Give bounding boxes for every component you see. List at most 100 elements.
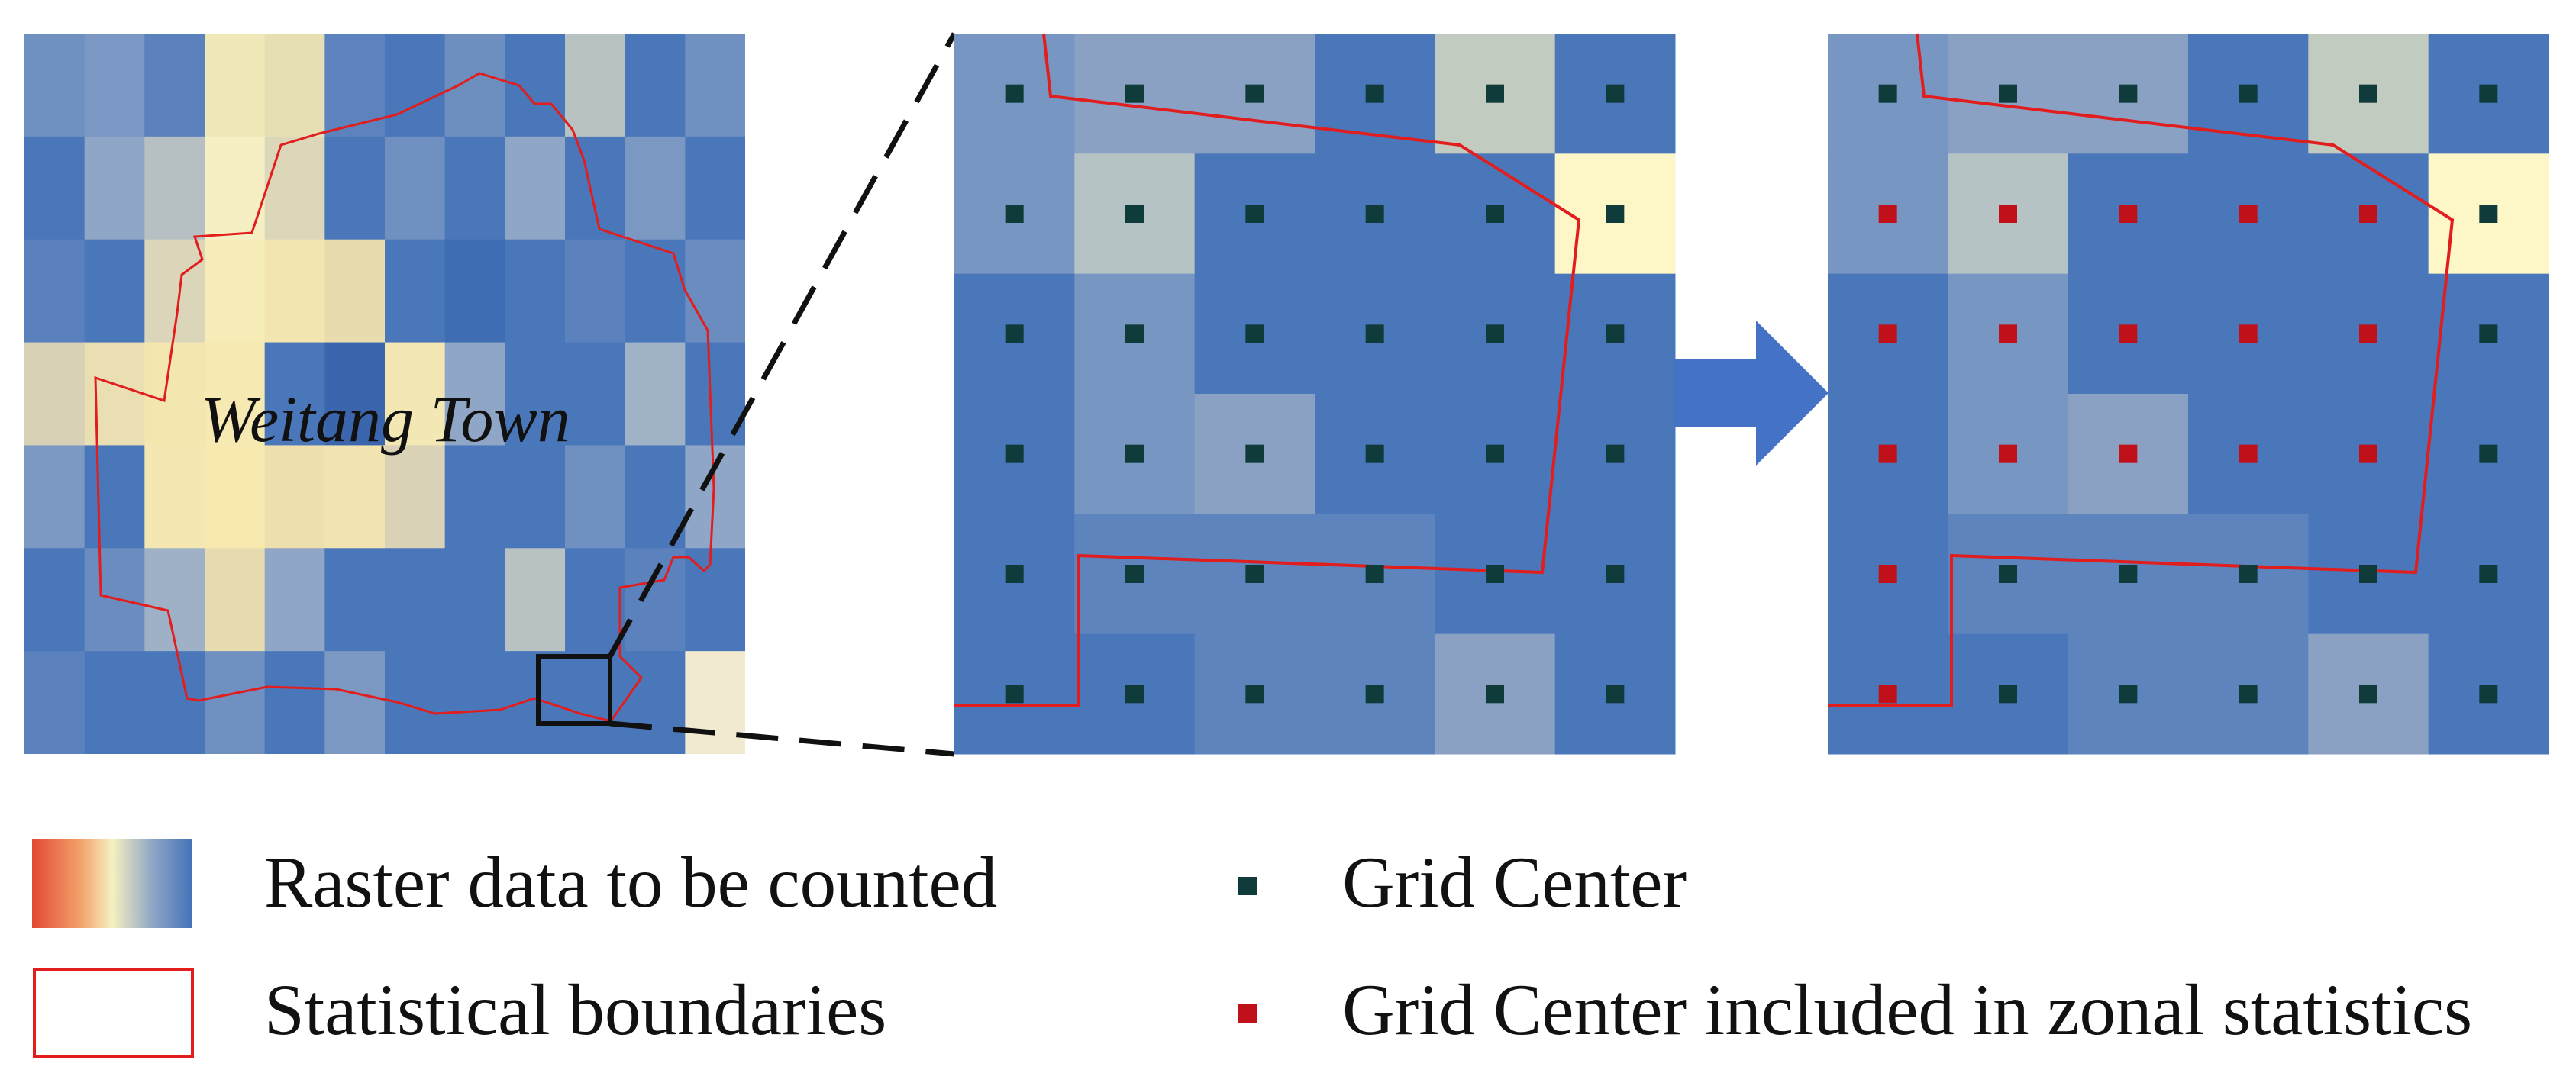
overview-raster-cell <box>385 445 446 549</box>
overview-raster-cell <box>625 34 686 137</box>
overview-raster-cell <box>685 651 745 754</box>
overview-raster-cell <box>385 34 446 137</box>
grid-center-marker <box>1005 685 1024 704</box>
zoom-connector-lines <box>607 32 957 757</box>
overview-raster-cell <box>144 342 205 446</box>
grid-center-marker <box>1005 565 1024 583</box>
grid-center-marker <box>1486 324 1504 343</box>
boundary-legend-label: Statistical boundaries <box>264 969 886 1050</box>
grid-center-marker <box>1999 84 2017 103</box>
grid-center-marker <box>1125 685 1144 704</box>
overview-raster-cell <box>324 239 386 343</box>
grid-center-marker <box>1245 205 1264 223</box>
grid-center-marker <box>2239 84 2258 103</box>
zoomed-statistical-boundary-right <box>1828 33 2455 707</box>
grid-center-included-marker <box>2359 324 2377 343</box>
overview-raster-cell <box>385 136 446 240</box>
overview-raster-cell <box>324 136 386 240</box>
overview-raster-cell <box>324 34 386 137</box>
grid-center-marker <box>1245 444 1264 463</box>
grid-center-marker <box>2479 565 2498 583</box>
overview-raster-cell <box>685 239 745 343</box>
transform-arrow <box>1674 321 1829 466</box>
grid-center-marker <box>1606 444 1625 463</box>
overview-raster-cell <box>264 548 325 652</box>
zoomed-grid-included-centers <box>1828 33 2549 755</box>
overview-raster-cell <box>565 239 626 343</box>
overview-raster-cell <box>144 445 205 549</box>
overview-raster-cell <box>205 239 266 343</box>
grid-center-marker <box>1245 324 1264 343</box>
overview-raster-cell <box>625 548 686 652</box>
overview-raster-cell <box>144 136 205 240</box>
grid-center-marker <box>1125 84 1144 103</box>
grid-center-marker <box>1999 565 2017 583</box>
grid-center-marker <box>1365 444 1384 463</box>
overview-raster-cell <box>685 548 745 652</box>
overview-raster-cell <box>385 342 446 446</box>
grid-center-included-marker <box>1999 324 2017 343</box>
overview-raster-cell <box>205 342 266 446</box>
overview-raster-cell <box>205 34 266 137</box>
grid-center-included-marker <box>2119 324 2138 343</box>
grid-center-included-marker <box>1878 565 1897 583</box>
grid-center-marker <box>1606 685 1625 704</box>
overview-raster-cell <box>84 136 145 240</box>
overview-raster-cell <box>625 445 686 549</box>
overview-raster-cell <box>144 548 205 652</box>
grid-center-included-marker <box>1878 324 1897 343</box>
grid-center-marker <box>1365 84 1384 103</box>
overview-raster-cell <box>24 239 86 343</box>
overview-raster-cell <box>625 651 686 754</box>
grid-center-included-marker <box>2239 444 2258 463</box>
overview-raster-cell <box>505 548 566 652</box>
zoom-extent-box <box>536 654 612 726</box>
overview-raster-cell <box>685 34 745 137</box>
grid-center-marker <box>1125 444 1144 463</box>
zoomed-statistical-boundary-left <box>954 33 1581 707</box>
overview-raster-cell <box>505 239 566 343</box>
overview-raster-cell <box>444 342 505 446</box>
grid-center-marker <box>1365 205 1384 223</box>
grid-center-marker <box>1999 685 2017 704</box>
grid-center-marker <box>1005 205 1024 223</box>
overview-raster-cell <box>84 548 145 652</box>
overview-raster-cell <box>264 651 325 754</box>
grid-center-marker <box>1606 565 1625 583</box>
overview-raster-cell <box>264 136 325 240</box>
overview-statistical-boundary <box>94 72 715 723</box>
grid-center-marker <box>2239 685 2258 704</box>
grid-center-marker <box>2479 324 2498 343</box>
grid-center-marker <box>2119 565 2138 583</box>
overview-raster-cell <box>444 651 505 754</box>
overview-raster-cell <box>565 136 626 240</box>
overview-raster-cell <box>84 445 145 549</box>
grid-center-included-marker <box>2239 205 2258 223</box>
overview-raster-cell <box>205 445 266 549</box>
grid-center-marker <box>1005 444 1024 463</box>
grid-center-marker <box>1486 685 1504 704</box>
overview-raster-cell <box>565 34 626 137</box>
grid-center-marker <box>2119 84 2138 103</box>
zoomed-grid-all-centers <box>954 33 1676 755</box>
overview-raster-cell <box>625 342 686 446</box>
overview-raster-map: Weitang Town <box>24 34 745 754</box>
grid-center-marker <box>2359 84 2377 103</box>
grid-center-marker <box>2119 685 2138 704</box>
overview-raster-cell <box>685 136 745 240</box>
overview-raster-cell <box>625 239 686 343</box>
overview-raster-cell <box>385 239 446 343</box>
overview-raster-cell <box>264 239 325 343</box>
overview-raster-cell <box>24 342 86 446</box>
overview-raster-cell <box>264 445 325 549</box>
grid-center-marker <box>1365 324 1384 343</box>
overview-raster-cell <box>84 34 145 137</box>
grid-center-marker <box>1606 84 1625 103</box>
overview-raster-cell <box>324 342 386 446</box>
grid-center-marker <box>2359 565 2377 583</box>
grid-center-marker <box>1245 685 1264 704</box>
grid-center-marker <box>1486 205 1504 223</box>
overview-raster-cell <box>205 651 266 754</box>
grid-center-included-marker <box>2239 324 2258 343</box>
